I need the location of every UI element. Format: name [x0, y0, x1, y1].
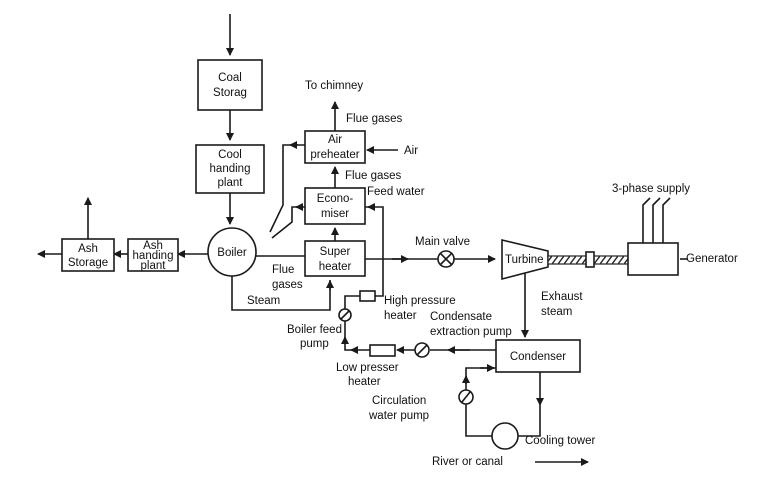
- ash-storage-label-1: Ash: [78, 243, 98, 255]
- boiler-label: Boiler: [217, 247, 247, 259]
- condensate-pump-icon: [414, 342, 430, 358]
- shaft-coupling: [585, 251, 595, 268]
- exhaust-steam-label-2: steam: [541, 306, 572, 318]
- condensate-pump-label-2: extraction pump: [430, 326, 512, 338]
- air-preheater-label-1: Air: [328, 134, 342, 146]
- steam-line: [231, 276, 331, 311]
- flue-gases-low-label-2: gases: [272, 279, 303, 291]
- economiser-box: Econo- miser: [304, 187, 366, 225]
- air-to-boiler-line: [269, 144, 305, 233]
- boiler-feed-pump-icon: [338, 308, 352, 322]
- economiser-to-boiler-line: [271, 206, 305, 239]
- coal-handling-box: Cool handing plant: [195, 144, 265, 194]
- flue-gases-top-label: Flue gases: [346, 113, 403, 125]
- super-heater-box: Super heater: [304, 240, 366, 277]
- condenser-label: Condenser: [510, 351, 566, 363]
- circulation-pump-icon: [458, 389, 474, 405]
- lp-heater-label-2: heater: [348, 376, 381, 388]
- boiler-feed-pump-label-2: pump: [300, 338, 329, 350]
- ash-storage-box: Ash Storage: [61, 238, 115, 272]
- main-valve-icon: [437, 250, 455, 268]
- lp-heater-label-1: Low presser: [336, 362, 399, 374]
- boiler: Boiler: [207, 227, 257, 277]
- super-heater-label-1: Super: [320, 246, 351, 258]
- hp-heater-label-2: heater: [384, 310, 417, 322]
- feed-pump-line: [344, 320, 349, 351]
- coal-handling-label-1: Cool: [218, 149, 242, 161]
- air-preheater-box: Air preheater: [304, 130, 366, 164]
- ash-storage-label-2: Storage: [68, 257, 108, 269]
- feed-water-label: Feed water: [367, 186, 425, 198]
- three-phase-lines: [642, 197, 671, 243]
- river-label: River or canal: [432, 456, 503, 468]
- super-heater-label-2: heater: [319, 261, 352, 273]
- generator-box: [627, 242, 679, 276]
- boiler-feed-pump-label-1: Boiler feed: [287, 324, 342, 336]
- coal-storage-label-1: Coal: [218, 72, 242, 84]
- tower-to-pump-line: [465, 404, 492, 437]
- hp-heater-label-1: High pressure: [384, 295, 456, 307]
- feed-water-line: [365, 206, 384, 297]
- ash-handling-label-2: handing: [133, 250, 174, 262]
- ash-handling-label-1: Ash: [143, 240, 163, 252]
- high-pressure-heater-box: [359, 290, 376, 302]
- low-pressure-heater-box: [369, 344, 396, 357]
- coal-handling-label-2: handing: [210, 163, 251, 175]
- coal-handling-label-3: plant: [218, 177, 244, 189]
- ash-handling-label-3: plant: [141, 260, 167, 272]
- cooling-tower-label: Cooling tower: [525, 435, 595, 447]
- coal-storage-box: Coal Storag: [197, 59, 263, 111]
- generator-label: Generator: [686, 253, 738, 265]
- economiser-label-2: miser: [321, 208, 349, 220]
- pump-to-condenser-line: [465, 367, 496, 390]
- condensate-pump-label-1: Condensate: [430, 311, 492, 323]
- flue-gases-mid-label: Flue gases: [345, 170, 402, 182]
- air-label: Air: [404, 145, 418, 157]
- feed-pump-to-hp-line: [344, 295, 360, 309]
- steam-label: Steam: [247, 295, 280, 307]
- exhaust-steam-label-1: Exhaust: [541, 291, 583, 303]
- three-phase-label: 3-phase supply: [612, 183, 690, 195]
- flue-gases-low-label-1: Flue: [272, 264, 294, 276]
- to-chimney-label: To chimney: [305, 80, 363, 92]
- turbine-label: Turbine: [505, 254, 544, 266]
- tower-return-line: [518, 405, 541, 437]
- circulation-pump-label-2: water pump: [368, 410, 429, 422]
- air-preheater-label-2: preheater: [310, 149, 359, 161]
- ash-handling-box: Ash handing plant: [127, 238, 179, 272]
- economiser-label-1: Econo-: [317, 193, 354, 205]
- coal-storage-label-2: Storag: [213, 87, 247, 99]
- main-valve-label: Main valve: [415, 236, 470, 248]
- cooling-tower-icon: [491, 422, 519, 450]
- circulation-pump-label-1: Circulation: [372, 395, 426, 407]
- condenser-box: Condenser: [495, 339, 581, 373]
- turbine: Turbine: [501, 238, 549, 281]
